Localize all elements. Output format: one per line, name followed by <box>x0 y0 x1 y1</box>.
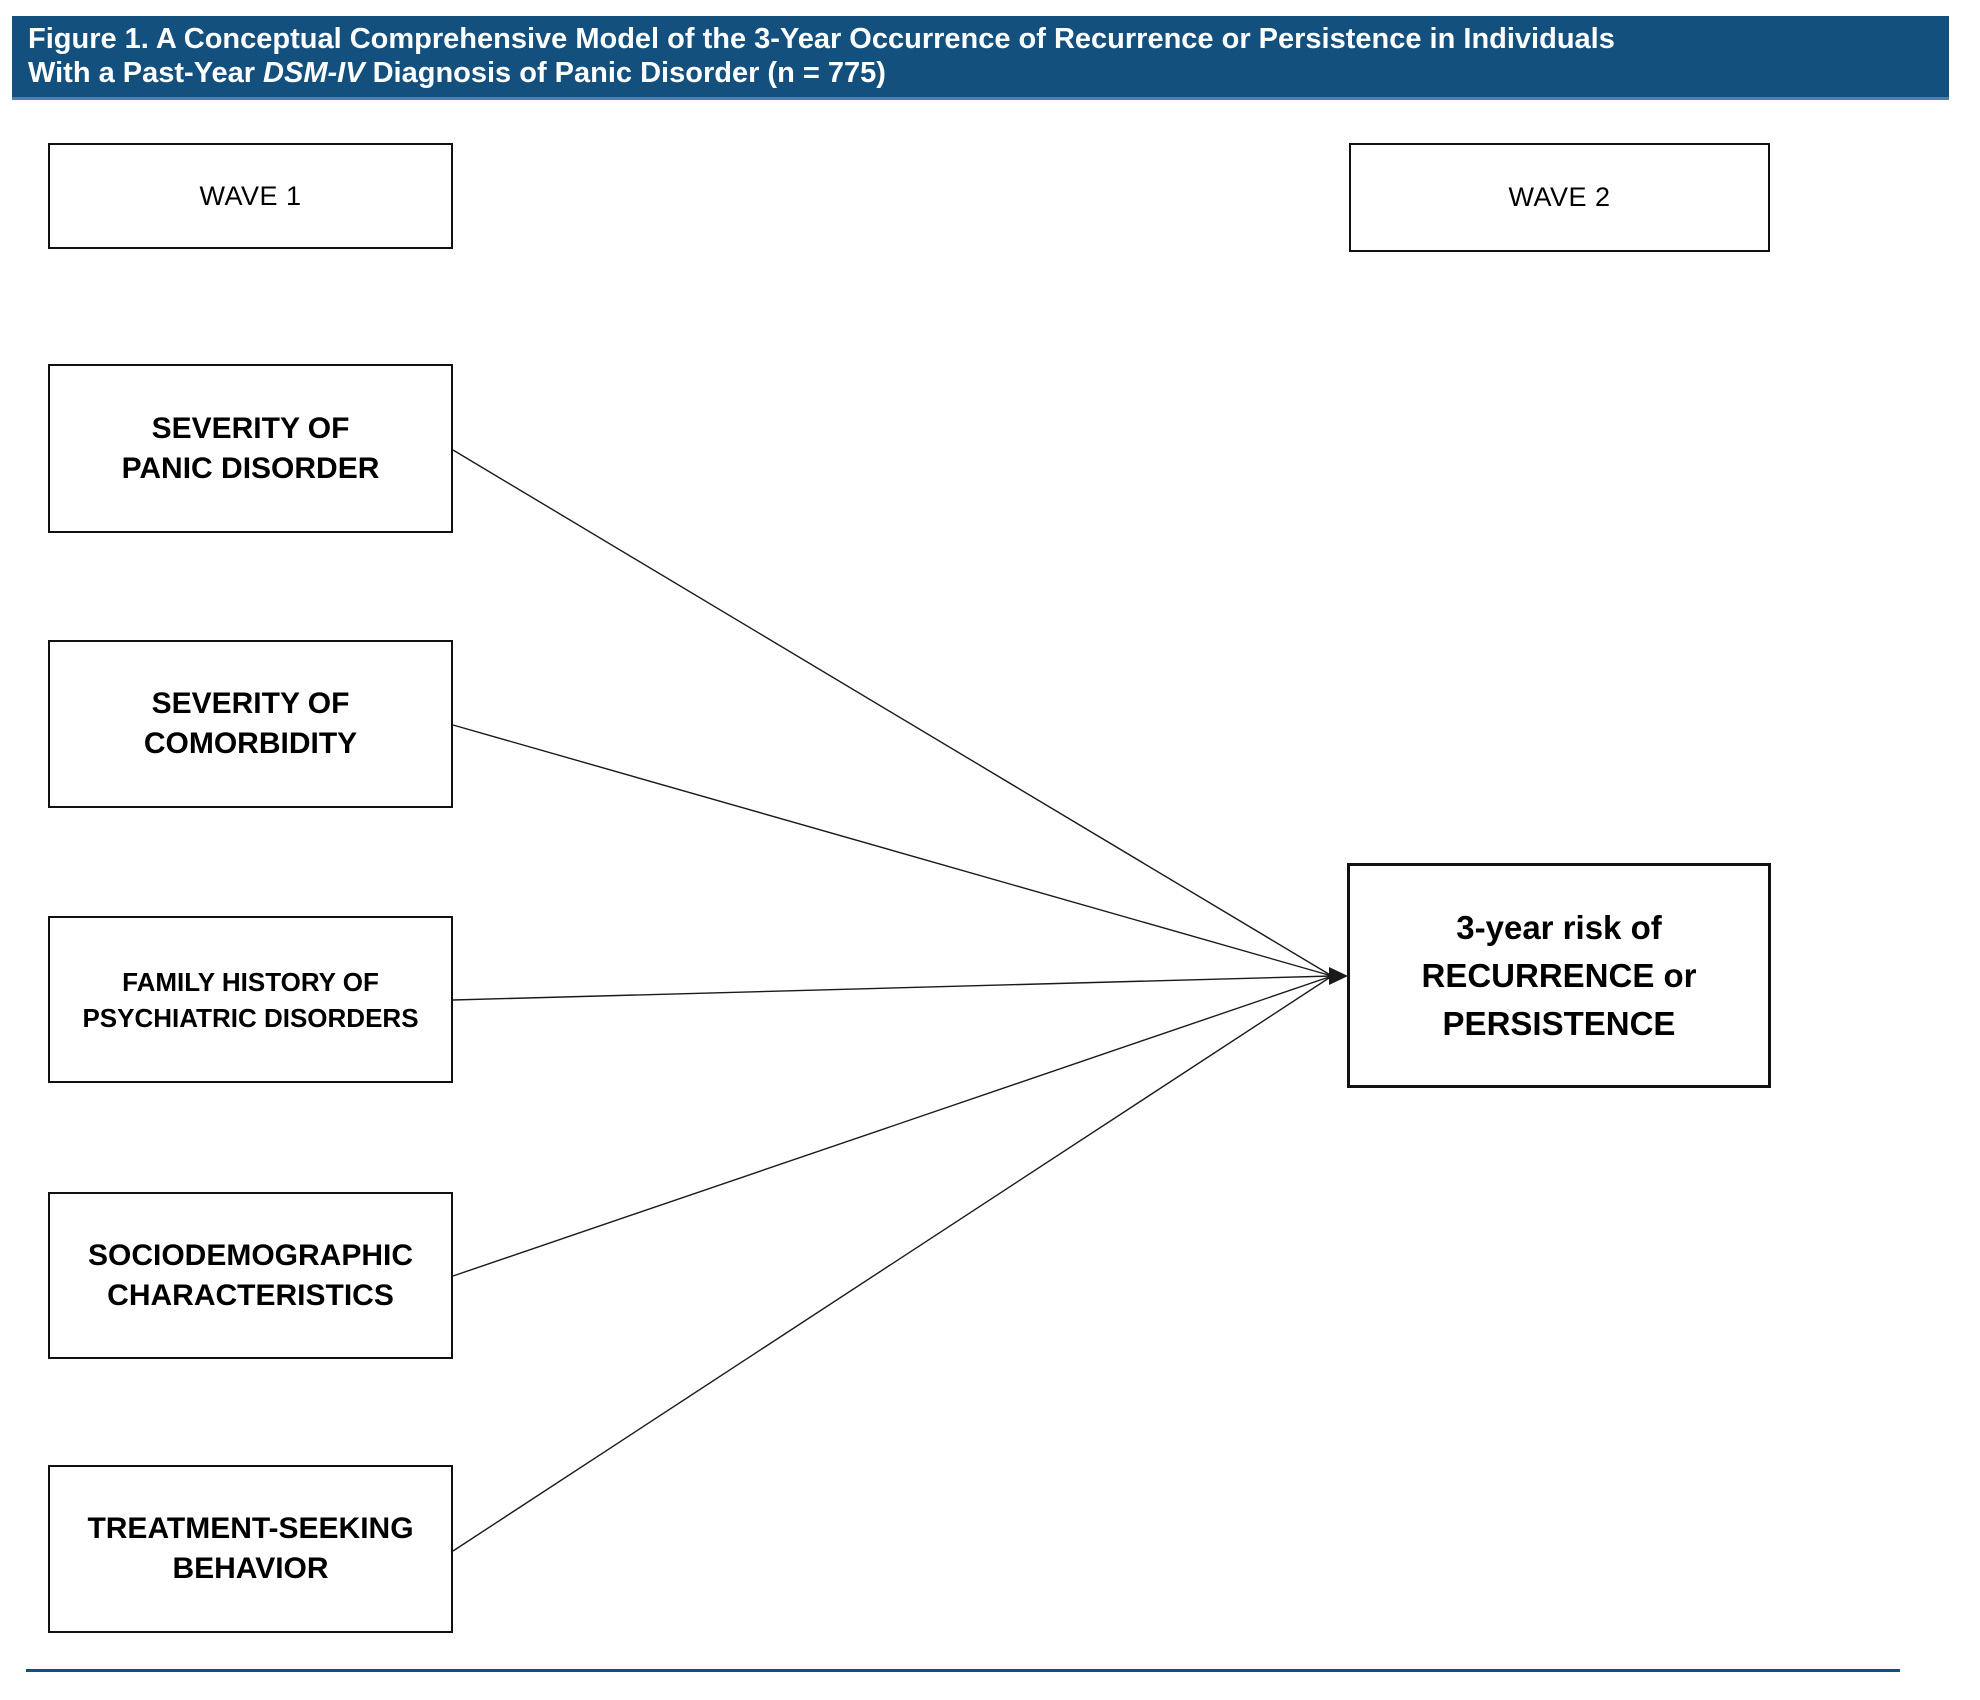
wave2-label: WAVE 2 <box>1508 182 1611 212</box>
predictor-box-severity-of-comorbidity: SEVERITY OF COMORBIDITY <box>48 640 453 808</box>
predictor-box-treatment-seeking: TREATMENT-SEEKING BEHAVIOR <box>48 1465 453 1633</box>
wave2-box: WAVE 2 <box>1349 143 1770 252</box>
outcome-label-line: 3-year risk of <box>1456 908 1662 946</box>
figure-title-line2: With a Past-Year DSM-IV Diagnosis of Pan… <box>28 56 1933 90</box>
wave1-box: WAVE 1 <box>48 143 453 249</box>
title-line2-pre: With a Past-Year <box>28 57 264 89</box>
connector-severity-panic <box>452 449 1333 977</box>
predictor-label-line: SEVERITY OF <box>151 687 350 720</box>
predictor-label-line: PANIC DISORDER <box>121 451 380 485</box>
connector-severity-comorbidity <box>452 724 1333 977</box>
predictor-label-line: COMORBIDITY <box>143 727 358 760</box>
predictor-label-line: FAMILY HISTORY OF <box>122 966 379 997</box>
wave1-label: WAVE 1 <box>199 180 302 211</box>
predictor-label-line: SOCIODEMOGRAPHIC <box>87 1238 414 1272</box>
bottom-divider-rule <box>26 1669 1900 1672</box>
connector-treatment-seeking <box>452 975 1333 1552</box>
connector-family-history <box>452 975 1333 1001</box>
outcome-box-3-year-risk: 3-year risk of RECURRENCE or PERSISTENCE <box>1347 863 1771 1088</box>
title-line2-dsm-iv: DSM-IV <box>263 57 365 89</box>
predictor-label-line: TREATMENT-SEEKING <box>87 1512 414 1545</box>
figure-title-line1: Figure 1. A Conceptual Comprehensive Mod… <box>28 23 1615 55</box>
arrowhead-icon <box>1329 967 1348 985</box>
predictor-label-line: PSYCHIATRIC DISORDERS <box>82 1002 419 1033</box>
figure-title-bar: Figure 1. A Conceptual Comprehensive Mod… <box>12 16 1949 100</box>
outcome-label-line: PERSISTENCE <box>1442 1004 1676 1042</box>
predictor-box-sociodemographic: SOCIODEMOGRAPHIC CHARACTERISTICS <box>48 1192 453 1359</box>
connector-sociodemographic <box>452 975 1333 1277</box>
outcome-label-line: RECURRENCE or <box>1421 956 1697 994</box>
predictor-label-line: SEVERITY OF <box>151 411 350 445</box>
title-line2-post: Diagnosis of Panic Disorder (n = 775) <box>364 57 886 89</box>
predictor-box-family-history: FAMILY HISTORY OF PSYCHIATRIC DISORDERS <box>48 916 453 1083</box>
predictor-label-line: CHARACTERISTICS <box>107 1278 394 1312</box>
predictor-box-severity-of-panic-disorder: SEVERITY OF PANIC DISORDER <box>48 364 453 533</box>
predictor-label-line: BEHAVIOR <box>172 1552 329 1585</box>
